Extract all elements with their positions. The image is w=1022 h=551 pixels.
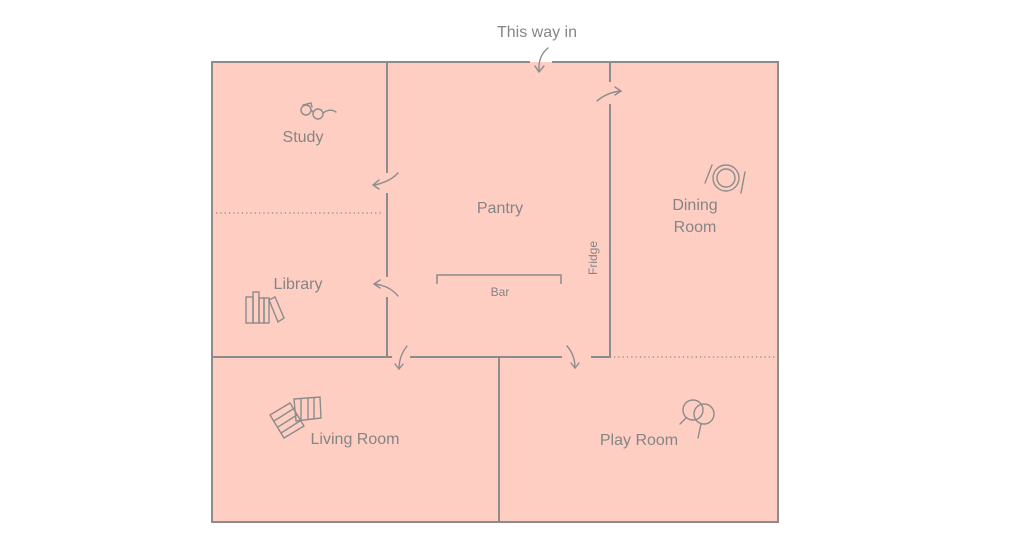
door-arrow-dining [596, 86, 623, 102]
room-label-living: Living Room [311, 431, 400, 448]
room-label-library: Library [274, 276, 323, 293]
glasses-icon [300, 102, 337, 120]
fridge-label: Fridge [586, 241, 600, 275]
door-arrow-entrance [534, 47, 549, 74]
room-label-dining-line2: Room [674, 219, 717, 236]
entrance-label: This way in [497, 24, 577, 41]
pillows-icon [269, 396, 322, 439]
room-label-play: Play Room [600, 432, 678, 449]
bar-counter [436, 274, 562, 284]
cutlery-plate-icon [704, 164, 746, 194]
door-arrow-study [371, 172, 399, 190]
bar-label: Bar [491, 285, 510, 299]
books-icon [245, 291, 285, 324]
wall-pantry-east [591, 62, 611, 358]
room-label-pantry: Pantry [477, 200, 523, 217]
door-arrow-living [394, 345, 408, 371]
room-label-study: Study [283, 129, 324, 146]
house-fill [212, 62, 778, 522]
outer-wall [211, 61, 779, 523]
ping-pong-paddles-icon [679, 399, 715, 439]
room-label-dining-line1: Dining [672, 197, 717, 214]
door-arrow-play [566, 345, 580, 370]
door-arrow-library [372, 279, 399, 297]
